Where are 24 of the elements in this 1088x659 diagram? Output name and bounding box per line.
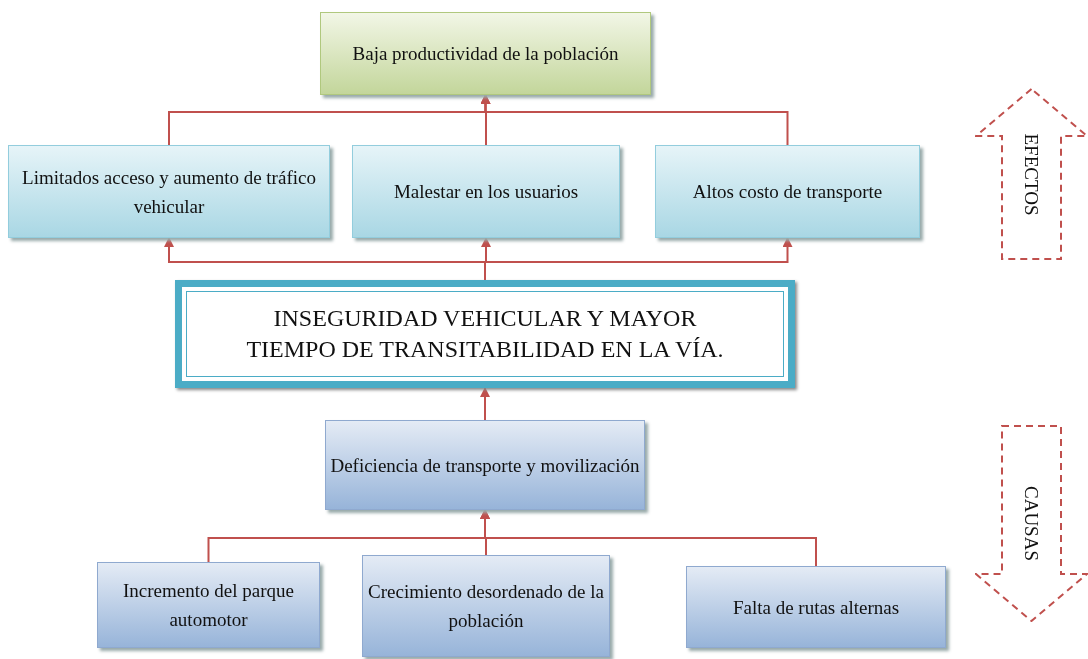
cause-box: [362, 555, 610, 657]
box-text: Limitados acceso y aumento de tráfico vehicular: [21, 165, 317, 219]
box-text: Malestar en los usuarios: [393, 180, 579, 204]
cause-box: [686, 566, 946, 648]
section-label: CAUSAS: [1020, 486, 1043, 561]
section-label: EFECTOS: [1020, 133, 1043, 215]
cause-box: [97, 562, 320, 648]
box-text: Baja productividad de la población: [352, 42, 619, 66]
box-text: INSEGURIDAD VEHICULAR Y MAYOR TIEMPO DE TRANSITABILIDAD EN LA VÍA.: [245, 304, 725, 364]
arrow: [480, 387, 490, 421]
box-text: Crecimiento desordenado de la población: [367, 580, 605, 633]
box-text: Deficiencia de transporte y movilización: [330, 453, 640, 478]
arrow: [484, 237, 793, 281]
cause-box: [325, 420, 645, 510]
box-text: Falta de rutas alternas: [732, 595, 900, 620]
box-text: Incremento del parque automotor: [122, 579, 295, 632]
effect-box: [320, 12, 651, 95]
arrow: [480, 94, 789, 146]
arrow: [480, 509, 817, 567]
effect-box: [655, 145, 920, 238]
effect-box: [352, 145, 620, 238]
box-text: Altos costo de transporte: [692, 180, 883, 204]
problem-box: [175, 280, 795, 388]
effect-box: [8, 145, 330, 238]
